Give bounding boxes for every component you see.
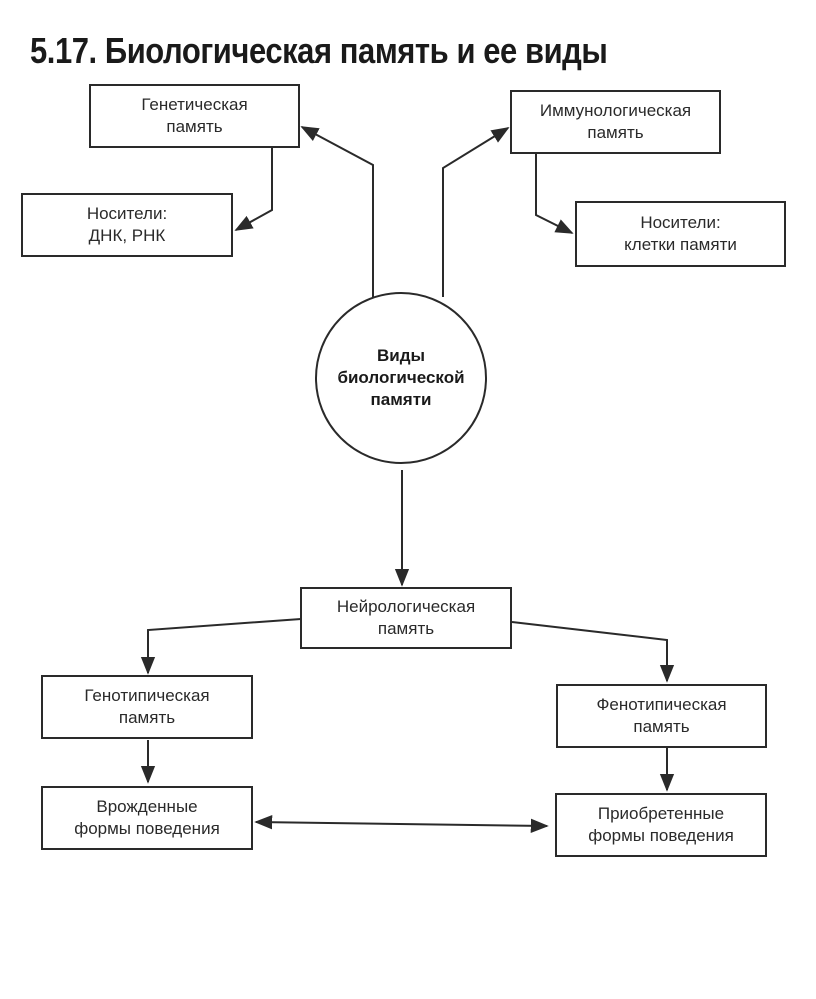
- arrow-center-to-immunological: [442, 127, 510, 297]
- arrow-neurological-to-phenotypic: [511, 621, 675, 683]
- node-genotypic-memory: Генотипическая память: [41, 675, 253, 739]
- node-label: Носители: ДНК, РНК: [86, 204, 168, 245]
- page-title: 5.17. Биологическая память и ее виды: [30, 30, 608, 71]
- arrow-immunological-to-carriers: [535, 153, 574, 234]
- node-label: Генотипическая память: [84, 686, 210, 727]
- node-label: Фенотипическая память: [596, 695, 727, 736]
- node-neurological-memory: Нейрологическая память: [300, 587, 512, 649]
- node-genetic-memory: Генетическая память: [89, 84, 300, 148]
- node-acquired-behavior: Приобретенные формы поведения: [555, 793, 767, 857]
- arrow-neurological-to-genotypic: [140, 618, 302, 675]
- arrow-center-to-genetic: [300, 126, 374, 297]
- node-immunological-memory: Иммунологическая память: [510, 90, 721, 154]
- node-phenotypic-memory: Фенотипическая память: [556, 684, 767, 748]
- node-genetic-carriers: Носители: ДНК, РНК: [21, 193, 233, 257]
- node-label: Приобретенные формы поведения: [588, 804, 734, 845]
- node-label: Виды биологической памяти: [337, 346, 465, 409]
- node-immunological-carriers: Носители: клетки памяти: [575, 201, 786, 267]
- node-label: Носители: клетки памяти: [624, 213, 737, 254]
- node-label: Врожденные формы поведения: [74, 797, 220, 838]
- arrow-genetic-to-carriers: [234, 148, 273, 231]
- node-center-biological-memory-types: Виды биологической памяти: [315, 292, 487, 464]
- node-label: Нейрологическая память: [336, 597, 476, 638]
- node-label: Генетическая память: [141, 95, 248, 136]
- arrow-innate-acquired-bidirectional: [254, 815, 549, 833]
- node-innate-behavior: Врожденные формы поведения: [41, 786, 253, 850]
- node-label: Иммунологическая память: [539, 101, 692, 142]
